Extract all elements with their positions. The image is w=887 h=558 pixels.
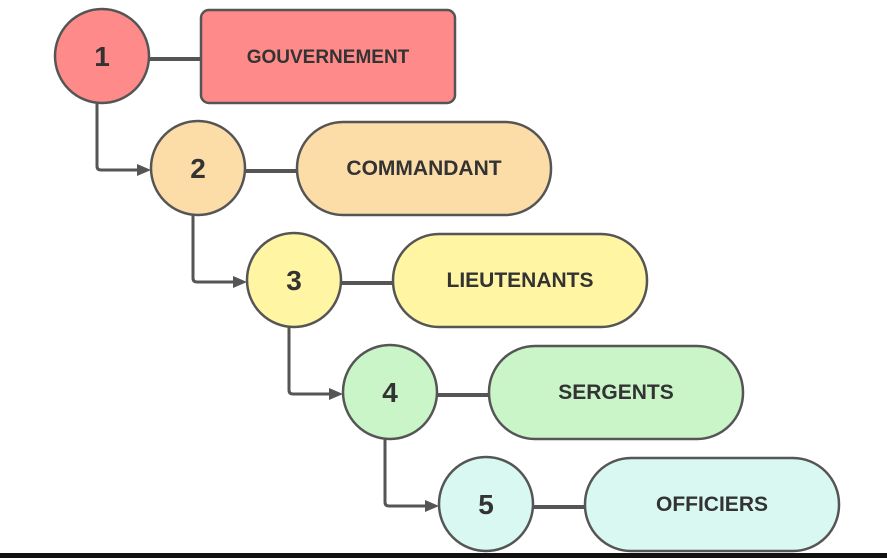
rank-label: OFFICIERS <box>656 493 768 516</box>
step-number: 2 <box>190 153 206 184</box>
connector-arrow-line <box>191 213 235 284</box>
step-circle-3 <box>245 231 343 329</box>
step-number: 4 <box>382 377 398 408</box>
bottom-bar <box>0 553 887 558</box>
arrowhead-icon <box>137 164 151 176</box>
rank-label: GOUVERNEMENT <box>247 47 410 68</box>
connector-arrow-line <box>383 437 427 508</box>
connector-arrow-line <box>287 325 331 396</box>
rank-label: SERGENTS <box>558 381 674 404</box>
rank-box-commandant <box>295 120 553 217</box>
step-number: 3 <box>286 265 302 296</box>
rank-box-sergents <box>487 344 745 441</box>
arrowhead-icon <box>233 276 247 288</box>
rank-box-officiers <box>583 456 841 553</box>
arrowhead-icon <box>329 388 343 400</box>
step-circle-1 <box>53 7 151 105</box>
connector-arrow-line <box>95 101 139 172</box>
rank-label: LIEUTENANTS <box>447 269 594 292</box>
step-circle-2 <box>149 119 247 217</box>
step-number: 1 <box>94 41 110 72</box>
rank-box-lieutenants <box>391 232 649 329</box>
rank-label: COMMANDANT <box>346 157 501 180</box>
step-circle-4 <box>341 343 439 441</box>
step-circle-5 <box>437 455 535 553</box>
step-number: 5 <box>478 489 494 520</box>
rank-box-gouvernement <box>199 8 457 105</box>
arrowhead-icon <box>425 500 439 512</box>
